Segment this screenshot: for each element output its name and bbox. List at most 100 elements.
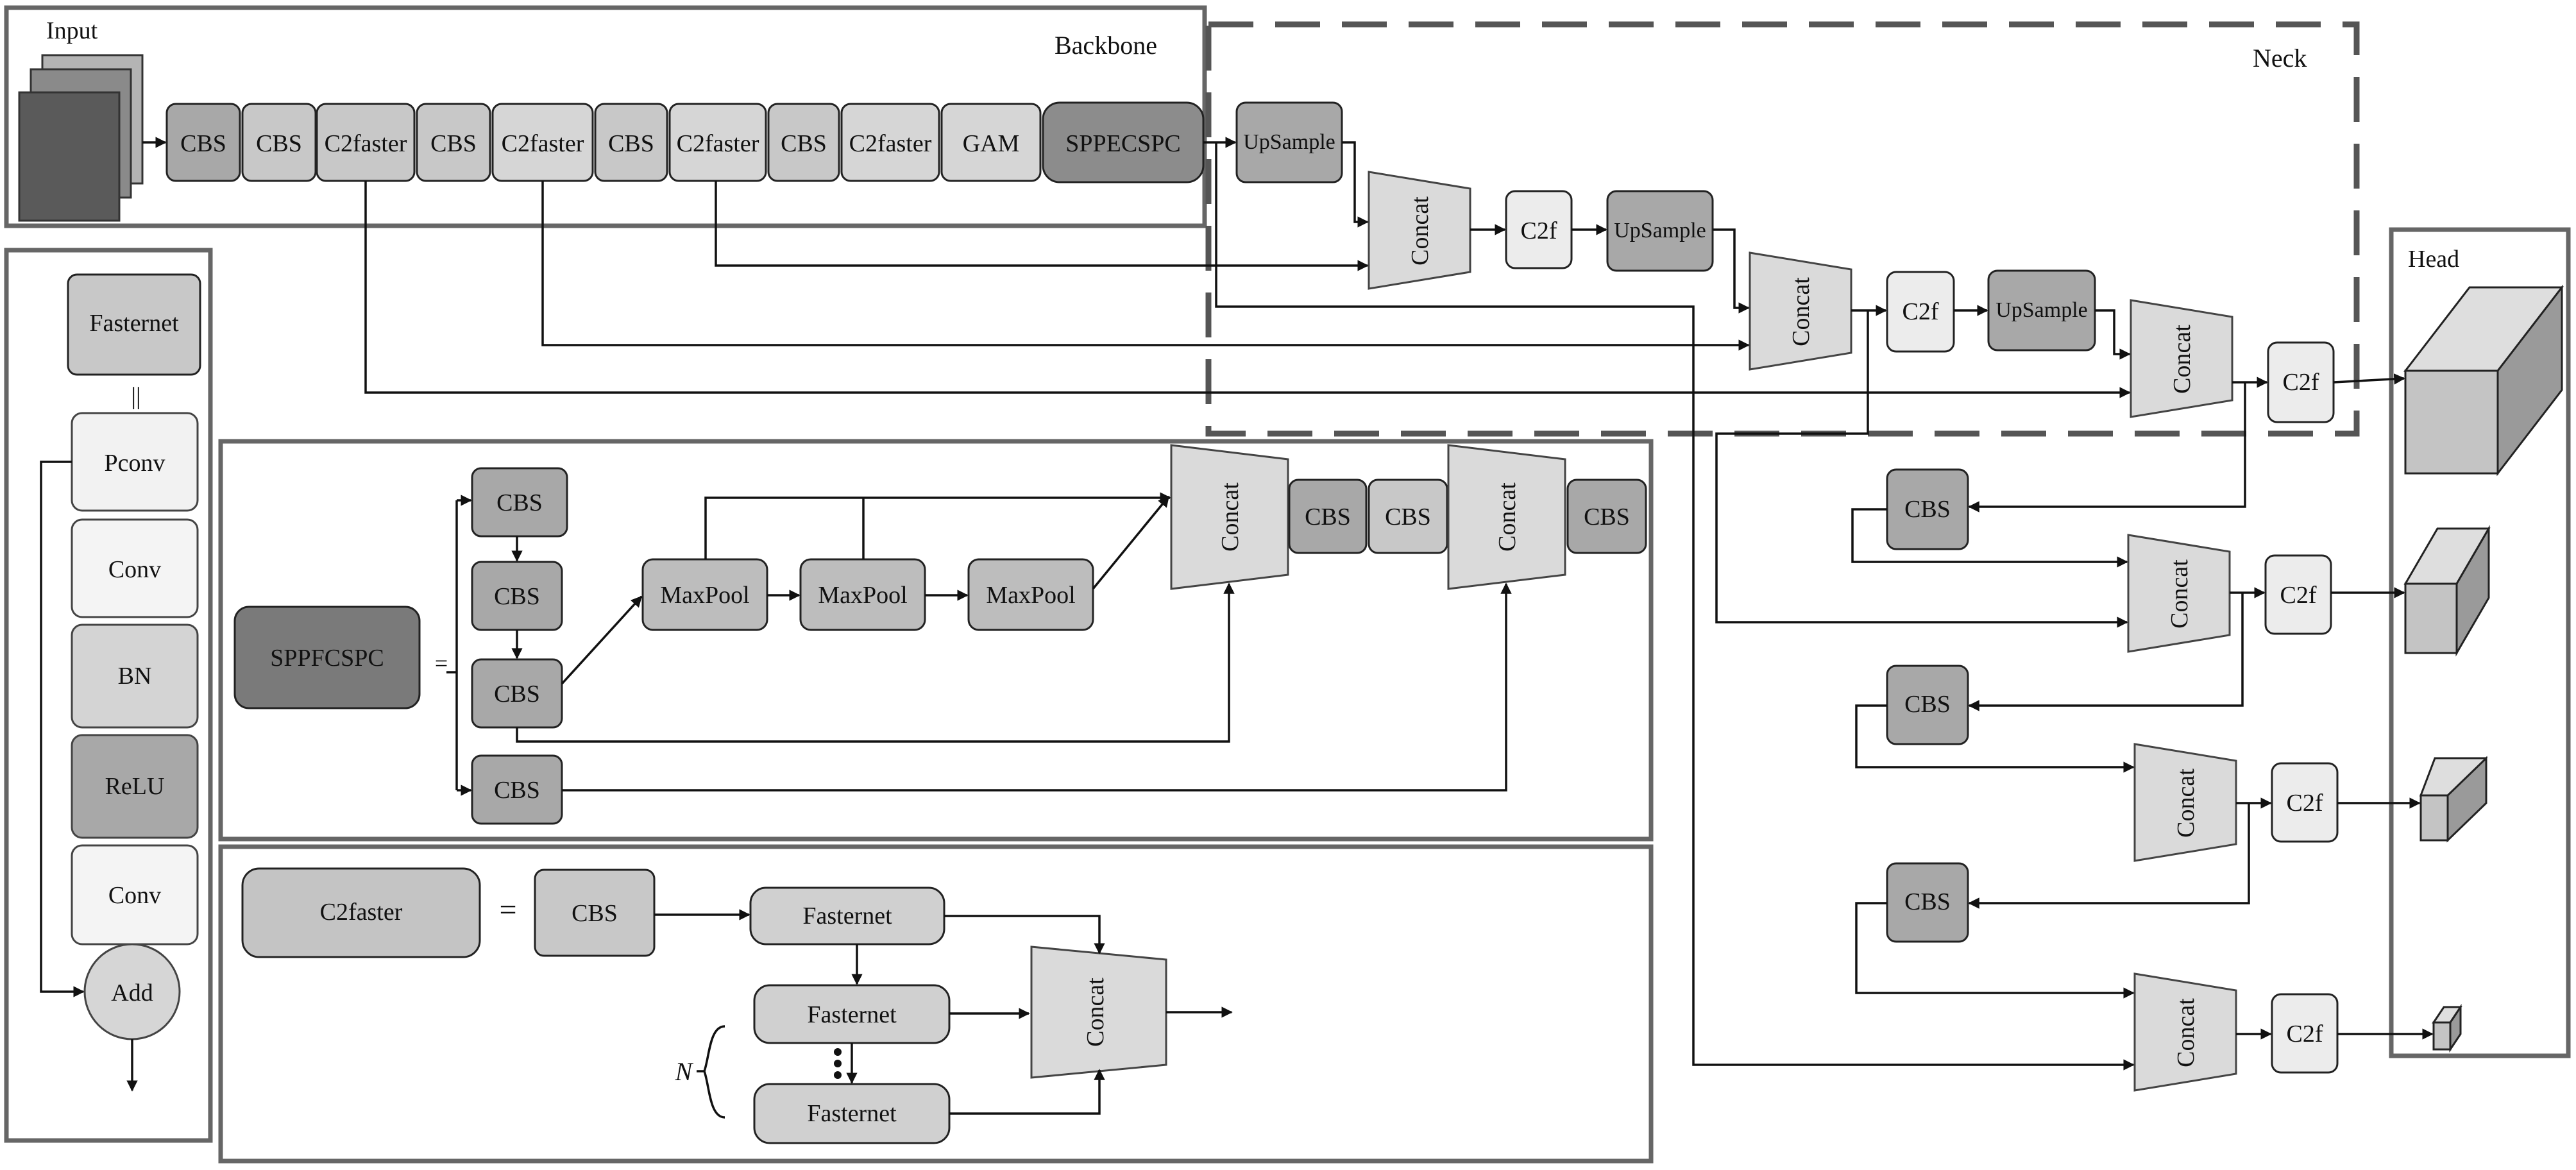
down-cbs-2: CBS bbox=[1886, 665, 1969, 745]
svg-text:CBS: CBS bbox=[1305, 504, 1351, 530]
svg-text:Fasternet: Fasternet bbox=[807, 1001, 897, 1028]
head-output-cube-tiny bbox=[2432, 1004, 2462, 1053]
head-frame bbox=[2389, 227, 2571, 1058]
svg-text:Add: Add bbox=[111, 979, 153, 1006]
svg-text:CBS: CBS bbox=[1904, 888, 1951, 915]
head-label: Head bbox=[2408, 246, 2459, 273]
svg-text:Concat: Concat bbox=[2173, 768, 2199, 838]
head-output-cube-small bbox=[2419, 756, 2488, 843]
svg-text:Concat: Concat bbox=[1082, 978, 1109, 1047]
svg-text:C2f: C2f bbox=[2287, 790, 2323, 817]
svg-text:MaxPool: MaxPool bbox=[818, 582, 907, 609]
fasternet-bn: BN bbox=[71, 623, 199, 729]
c2f-block-fasternet-3: Fasternet bbox=[753, 1083, 951, 1144]
backbone-cbs-4: CBS bbox=[594, 103, 668, 182]
svg-text:C2f: C2f bbox=[1521, 217, 1557, 244]
fasternet-identity-sign: || bbox=[131, 383, 140, 410]
fasternet-relu: ReLU bbox=[71, 734, 199, 839]
fasternet-pconv: Pconv bbox=[71, 412, 199, 512]
svg-text:C2f: C2f bbox=[2280, 582, 2317, 609]
backbone-label: Backbone bbox=[1055, 31, 1157, 60]
svg-text:Concat: Concat bbox=[2173, 998, 2199, 1067]
spp-concat-1: Concat bbox=[1170, 444, 1289, 590]
backbone-frame bbox=[4, 5, 1207, 228]
svg-text:C2f: C2f bbox=[2287, 1021, 2323, 1047]
c2faster-block-frame bbox=[218, 844, 1654, 1164]
svg-text:CBS: CBS bbox=[1904, 691, 1951, 718]
spp-cbs-2: CBS bbox=[471, 561, 563, 631]
spp-concat-2: Concat bbox=[1447, 444, 1566, 590]
neck-c2f-1: C2f bbox=[1505, 190, 1573, 269]
neck-frame bbox=[1205, 21, 2360, 437]
svg-text:Concat: Concat bbox=[1217, 482, 1244, 552]
svg-text:MaxPool: MaxPool bbox=[660, 582, 749, 609]
svg-text:CBS: CBS bbox=[1904, 496, 1951, 523]
backbone-c2faster-4: C2faster bbox=[840, 103, 940, 182]
svg-text:SPPECSPC: SPPECSPC bbox=[1065, 130, 1181, 157]
svg-text:Fasternet: Fasternet bbox=[807, 1100, 897, 1127]
svg-text:Concat: Concat bbox=[1407, 196, 1434, 266]
svg-text:UpSample: UpSample bbox=[1996, 298, 2088, 322]
down-concat-2: Concat bbox=[2133, 743, 2237, 862]
head-output-cube-large bbox=[2403, 284, 2564, 477]
svg-text:C2faster: C2faster bbox=[849, 130, 932, 157]
down-cbs-3: CBS bbox=[1886, 862, 1969, 943]
spp-maxpool-1: MaxPool bbox=[641, 558, 768, 631]
svg-text:CBS: CBS bbox=[430, 130, 477, 157]
sppfcspc-title-box: SPPFCSPC bbox=[233, 606, 421, 709]
backbone-c2faster-2: C2faster bbox=[491, 103, 594, 182]
backbone-c2faster-1: C2faster bbox=[316, 103, 416, 182]
svg-text:UpSample: UpSample bbox=[1243, 130, 1335, 154]
input-label: Input bbox=[46, 17, 98, 44]
svg-text:CBS: CBS bbox=[572, 900, 618, 927]
svg-text:C2faster: C2faster bbox=[320, 899, 403, 926]
svg-text:CBS: CBS bbox=[781, 130, 827, 157]
backbone-cbs-2: CBS bbox=[241, 103, 317, 182]
svg-text:Conv: Conv bbox=[108, 556, 161, 583]
neck-c2f-2: C2f bbox=[1886, 271, 1955, 353]
backbone-cbs-5: CBS bbox=[767, 103, 840, 182]
backbone-cbs-3: CBS bbox=[416, 103, 491, 182]
svg-text:Concat: Concat bbox=[1788, 277, 1815, 346]
input-image-stack bbox=[18, 54, 144, 222]
head-output-cube-medium bbox=[2403, 525, 2491, 657]
svg-text:CBS: CBS bbox=[608, 130, 654, 157]
svg-text:CBS: CBS bbox=[1385, 504, 1431, 530]
vertical-ellipsis bbox=[834, 1048, 842, 1079]
svg-text:Pconv: Pconv bbox=[105, 450, 165, 477]
c2f-block-fasternet-2: Fasternet bbox=[753, 984, 951, 1044]
down-c2f-3: C2f bbox=[2271, 993, 2339, 1074]
svg-text:MaxPool: MaxPool bbox=[986, 582, 1075, 609]
svg-text:CBS: CBS bbox=[256, 130, 302, 157]
svg-text:Fasternet: Fasternet bbox=[89, 310, 179, 337]
svg-text:C2f: C2f bbox=[2283, 369, 2319, 396]
down-c2f-1: C2f bbox=[2264, 554, 2332, 635]
backbone-cbs-1: CBS bbox=[165, 103, 241, 182]
fasternet-title-box: Fasternet bbox=[67, 273, 201, 376]
svg-text:CBS: CBS bbox=[180, 130, 226, 157]
spp-cbs-4: CBS bbox=[471, 754, 563, 825]
sppfcspc-block-frame bbox=[218, 439, 1654, 842]
neck-upsample-2: UpSample bbox=[1606, 190, 1714, 272]
neck-c2f-3: C2f bbox=[2267, 341, 2335, 423]
svg-text:Fasternet: Fasternet bbox=[802, 903, 892, 929]
svg-text:Conv: Conv bbox=[108, 882, 161, 909]
spp-cbs-5: CBS bbox=[1288, 479, 1368, 554]
down-concat-3: Concat bbox=[2133, 972, 2237, 1092]
fasternet-block-frame bbox=[4, 248, 213, 1143]
svg-text:C2faster: C2faster bbox=[325, 130, 407, 157]
svg-text:ReLU: ReLU bbox=[105, 773, 165, 800]
fasternet-conv-2: Conv bbox=[71, 844, 199, 945]
fasternet-add: Add bbox=[83, 943, 181, 1040]
backbone-c2faster-3: C2faster bbox=[668, 103, 767, 182]
backbone-sppfcspc: SPPECSPC bbox=[1042, 101, 1205, 183]
spp-maxpool-3: MaxPool bbox=[967, 558, 1094, 631]
neck-upsample-3: UpSample bbox=[1987, 269, 2096, 352]
neck-concat-3: Concat bbox=[2130, 299, 2233, 418]
svg-text:Concat: Concat bbox=[2169, 325, 2196, 394]
svg-text:UpSample: UpSample bbox=[1614, 219, 1706, 242]
c2faster-equals-sign: = bbox=[499, 893, 516, 927]
down-cbs-1: CBS bbox=[1886, 468, 1969, 550]
fasternet-conv-1: Conv bbox=[71, 518, 199, 618]
